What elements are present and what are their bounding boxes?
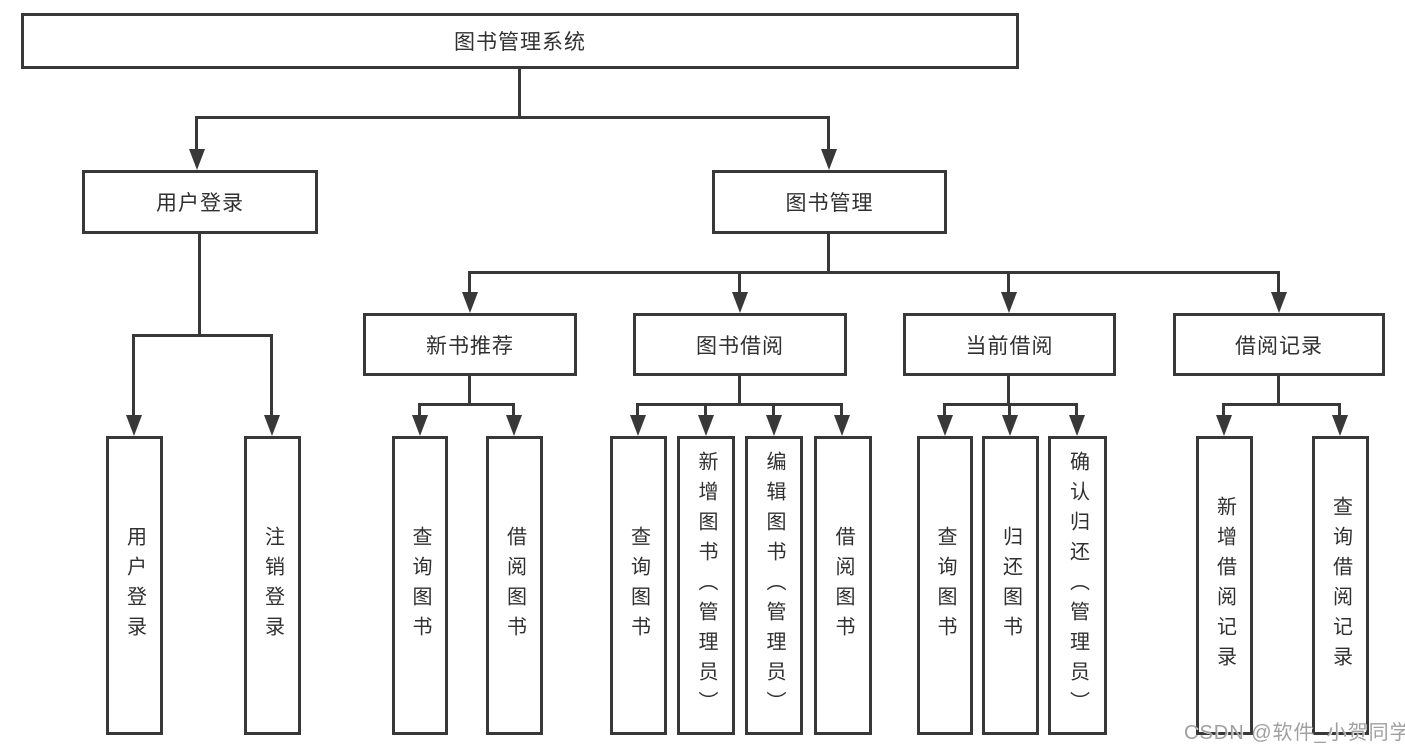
node-label: 查询借阅记录 (1329, 495, 1352, 676)
leaf-user-login: 用户登录 (106, 436, 163, 735)
node-label: 用户登录 (156, 192, 244, 215)
connector-line (1075, 405, 1078, 418)
connector-line (132, 334, 273, 337)
arrow-down-icon (189, 149, 205, 170)
arrow-down-icon (1001, 292, 1017, 313)
node-label: 新增图书（管理员） (695, 450, 717, 721)
node-label: 图书管理 (785, 192, 874, 215)
node-label: 新书推荐 (426, 334, 514, 358)
node-label: 注销登录 (261, 525, 284, 646)
connector-line (772, 405, 775, 418)
connector-line (840, 405, 843, 418)
csdn-watermark: CSDN @软件_小贺同学 (1184, 722, 1405, 744)
connector-line (943, 403, 1078, 406)
leaf-confirm-return-admin: 确认归还（管理员） (1048, 436, 1107, 735)
leaf-borrow-books-recommend: 借阅图书 (486, 436, 543, 735)
leaf-edit-book-admin: 编辑图书（管理员） (745, 436, 803, 735)
node-borrowing-records: 借阅记录 (1173, 313, 1385, 376)
connector-line (1007, 273, 1010, 295)
leaf-query-books-recommend: 查询图书 (392, 436, 448, 735)
connector-line (1277, 273, 1280, 295)
connector-line (518, 69, 521, 119)
node-label: 查询图书 (627, 525, 650, 646)
arrow-down-icon (126, 415, 142, 436)
connector-line (738, 376, 741, 406)
connector-line (1007, 376, 1010, 406)
connector-line (198, 234, 201, 337)
connector-line (468, 273, 471, 295)
leaf-add-book-admin: 新增图书（管理员） (677, 436, 735, 735)
connector-line (468, 376, 471, 406)
node-label: 借阅图书 (832, 525, 854, 646)
connector-line (1222, 405, 1225, 418)
arrow-down-icon (462, 292, 478, 313)
node-label: 借阅记录 (1235, 334, 1323, 358)
leaf-borrow-books: 借阅图书 (814, 436, 872, 735)
node-label: 图书借阅 (696, 334, 784, 358)
connector-line (1008, 405, 1011, 418)
node-library-system: 图书管理系统 (21, 13, 1019, 69)
node-label: 编辑图书（管理员） (763, 450, 785, 721)
node-user-login: 用户登录 (82, 170, 318, 234)
node-book-management: 图书管理 (712, 170, 947, 234)
connector-line (195, 118, 198, 152)
connector-line (943, 405, 946, 418)
connector-line (270, 336, 273, 418)
arrow-down-icon (506, 415, 522, 436)
leaf-query-books-current: 查询图书 (917, 436, 973, 735)
node-current-borrowing: 当前借阅 (903, 313, 1116, 376)
connector-line (636, 403, 843, 406)
connector-line (704, 405, 707, 418)
leaf-logout: 注销登录 (244, 436, 301, 735)
node-label: 归还图书 (999, 525, 1022, 646)
arrow-down-icon (630, 415, 646, 436)
leaf-query-books-borrow: 查询图书 (610, 436, 667, 735)
node-label: 图书管理系统 (454, 31, 586, 54)
arrow-down-icon (412, 415, 428, 436)
connector-line (418, 405, 421, 418)
arrow-down-icon (937, 415, 953, 436)
leaf-query-borrow-record: 查询借阅记录 (1312, 436, 1369, 735)
node-label: 查询图书 (409, 525, 431, 646)
connector-line (195, 116, 830, 119)
connector-line (468, 271, 1280, 274)
arrow-down-icon (698, 415, 714, 436)
arrow-down-icon (732, 292, 748, 313)
leaf-return-book: 归还图书 (982, 436, 1039, 735)
connector-line (636, 405, 639, 418)
arrow-down-icon (1216, 415, 1232, 436)
arrow-down-icon (264, 415, 280, 436)
node-new-book-recommend: 新书推荐 (363, 313, 577, 376)
arrow-down-icon (1332, 415, 1348, 436)
leaf-add-borrow-record: 新增借阅记录 (1196, 436, 1253, 735)
arrow-down-icon (1271, 292, 1287, 313)
connector-line (827, 234, 830, 274)
connector-line (1338, 405, 1341, 418)
node-label: 新增借阅记录 (1213, 495, 1236, 676)
node-label: 用户登录 (123, 525, 146, 646)
connector-line (418, 403, 515, 406)
node-label: 当前借阅 (965, 334, 1054, 358)
node-label: 查询图书 (934, 525, 956, 646)
arrow-down-icon (1069, 415, 1085, 436)
node-label: 确认归还（管理员） (1066, 450, 1089, 721)
connector-line (1222, 403, 1341, 406)
connector-line (132, 336, 135, 418)
connector-line (738, 273, 741, 295)
arrow-down-icon (834, 415, 850, 436)
connector-line (1277, 376, 1280, 406)
node-label: 借阅图书 (503, 525, 526, 646)
connector-line (512, 405, 515, 418)
arrow-down-icon (821, 149, 837, 170)
connector-line (827, 118, 830, 152)
arrow-down-icon (1002, 415, 1018, 436)
node-book-borrowing: 图书借阅 (633, 313, 847, 376)
arrow-down-icon (766, 415, 782, 436)
